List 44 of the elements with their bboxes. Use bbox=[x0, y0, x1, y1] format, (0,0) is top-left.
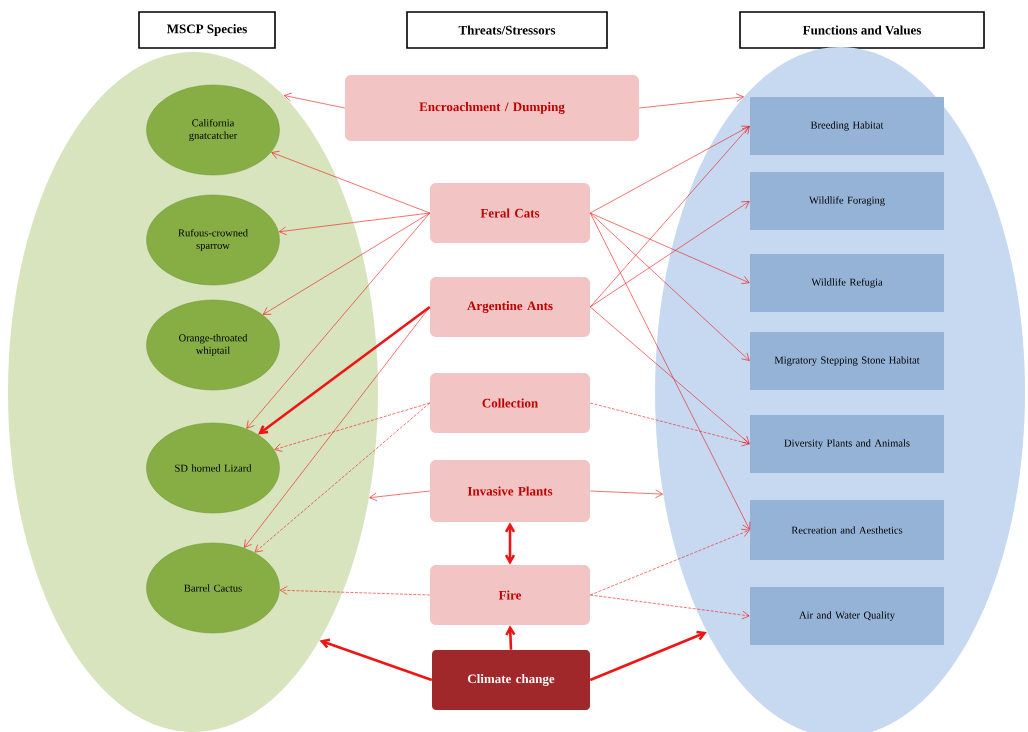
arrow bbox=[258, 305, 431, 435]
arrow bbox=[244, 306, 431, 548]
threat-box: Encroachment / Dumping bbox=[345, 75, 639, 141]
arrow bbox=[638, 93, 744, 109]
arrow bbox=[246, 212, 431, 429]
arrow bbox=[262, 212, 431, 315]
arrow bbox=[278, 212, 431, 236]
arrow bbox=[279, 586, 431, 596]
arrow bbox=[271, 150, 431, 214]
threat-box: Invasive Plants bbox=[430, 460, 590, 522]
arrow bbox=[589, 212, 750, 284]
function-box: Wildlife Foraging bbox=[750, 172, 944, 230]
arrow bbox=[504, 522, 516, 565]
arrow bbox=[589, 212, 750, 361]
arrow bbox=[589, 201, 750, 308]
arrow bbox=[369, 490, 431, 502]
arrow bbox=[274, 402, 431, 452]
arrow bbox=[589, 125, 750, 214]
function-box: Migratory Stepping Stone Habitat bbox=[750, 332, 944, 390]
arrow bbox=[254, 402, 431, 553]
threat-box: Argentine Ants bbox=[430, 277, 590, 337]
function-box: Breeding Habitat bbox=[750, 97, 944, 155]
arrow bbox=[589, 594, 750, 620]
arrow bbox=[505, 625, 516, 650]
arrow bbox=[283, 92, 346, 109]
arrow bbox=[589, 306, 750, 444]
function-box: Diversity Plants and Animals bbox=[750, 415, 944, 473]
arrow bbox=[589, 528, 750, 596]
threat-box: Fire bbox=[430, 565, 590, 625]
function-box: Recreation and Aesthetics bbox=[750, 500, 944, 560]
arrow bbox=[589, 630, 707, 682]
arrow bbox=[589, 489, 663, 499]
arrow bbox=[589, 402, 750, 447]
column-header: Threats/Stressors bbox=[406, 11, 608, 49]
arrow bbox=[589, 126, 750, 308]
arrow bbox=[589, 212, 751, 530]
threat-box: Feral Cats bbox=[430, 183, 590, 243]
threat-box: Collection bbox=[430, 373, 590, 433]
arrow bbox=[319, 638, 433, 682]
threat-box: Climate change bbox=[432, 650, 590, 710]
function-box: Wildlife Refugia bbox=[750, 254, 944, 312]
function-box: Air and Water Quality bbox=[750, 587, 944, 645]
column-header: Functions and Values bbox=[739, 11, 985, 49]
column-header: MSCP Species bbox=[138, 11, 276, 49]
